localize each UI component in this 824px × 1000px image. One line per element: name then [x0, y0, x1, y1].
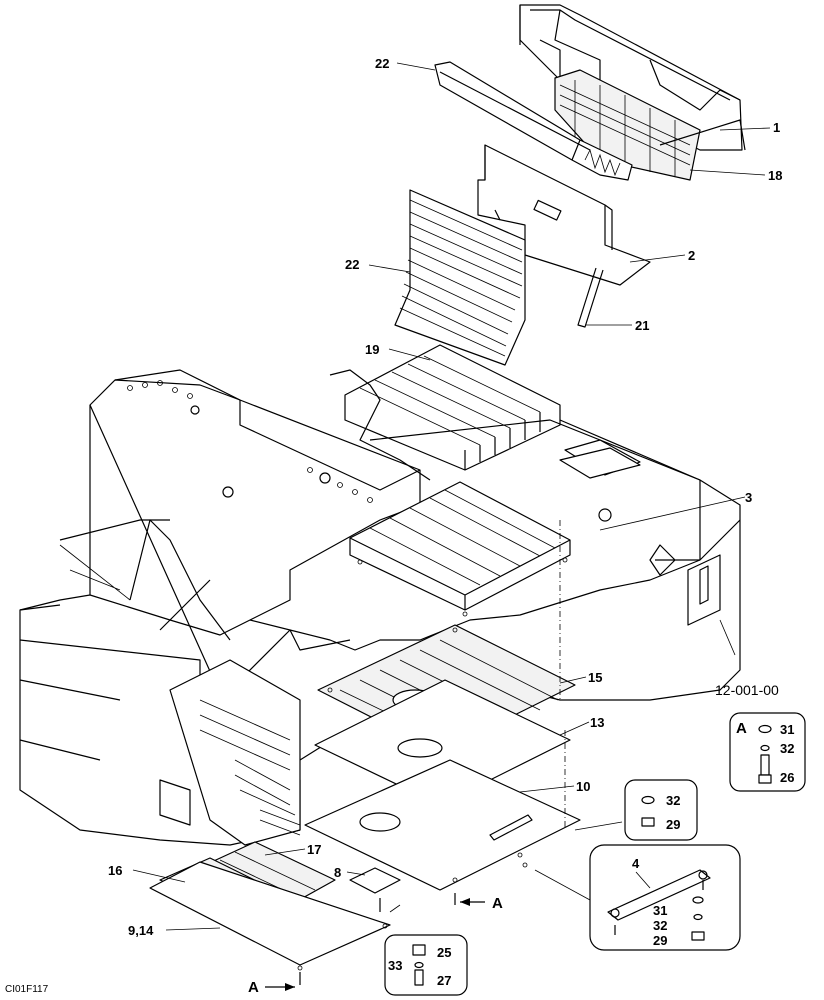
- callout-21: 21: [635, 318, 649, 333]
- part-9-14-base-plate: [149, 861, 391, 971]
- detail-bar-item-31: 31: [653, 903, 667, 918]
- detail-a-label: A: [736, 720, 747, 737]
- callout-labels: 22 1 18 2 22 21 19 3 15 13 10 17 16 8 9,…: [108, 56, 782, 938]
- part-22-angle-strip: [434, 61, 633, 181]
- view-arrow-a-right: A: [460, 895, 503, 912]
- callout-2: 2: [688, 248, 695, 263]
- part-22-louver: [394, 189, 526, 366]
- part-21-rod: [577, 267, 604, 328]
- arrow-a-label-2: A: [248, 979, 259, 996]
- part-10-plate: [304, 759, 581, 891]
- grille-bracket-assembly: [519, 4, 746, 181]
- detail-bottom-item-33: 33: [388, 958, 402, 973]
- callout-17: 17: [307, 842, 321, 857]
- detail-bar-item-32: 32: [653, 918, 667, 933]
- reference-number: 12-001-00: [715, 682, 779, 698]
- callout-13: 13: [590, 715, 604, 730]
- detail-washer-item-29: 29: [666, 817, 680, 832]
- detail-a-item-31: 31: [780, 722, 794, 737]
- arrow-a-label-1: A: [492, 895, 503, 912]
- callout-22-lower: 22: [345, 257, 359, 272]
- detail-bar-item-4: 4: [632, 856, 640, 871]
- detail-a-item-32: 32: [780, 741, 794, 756]
- detail-bar-box: 4 31 32 29: [589, 844, 741, 951]
- detail-a-box: A 31 32 26: [729, 712, 806, 792]
- view-arrow-a-bottom: A: [248, 979, 295, 996]
- detail-bottom-item-25: 25: [437, 945, 451, 960]
- callout-3: 3: [745, 490, 752, 505]
- detail-bar-item-29: 29: [653, 933, 667, 948]
- part-19-finned-block: [344, 344, 561, 471]
- callout-16: 16: [108, 863, 122, 878]
- part-8-cover: [349, 867, 401, 894]
- callout-19: 19: [365, 342, 379, 357]
- detail-a-item-26: 26: [780, 770, 794, 785]
- detail-bottom-item-27: 27: [437, 973, 451, 988]
- detail-washer-nut-box: 32 29: [624, 779, 698, 841]
- leader-lines: [132, 62, 771, 931]
- step-assembly: [169, 659, 301, 846]
- drawing-code: CI01F117: [5, 984, 49, 995]
- callout-22-upper: 22: [375, 56, 389, 71]
- part-3-slatted-tray: [349, 481, 571, 617]
- callout-10: 10: [576, 779, 590, 794]
- callout-8: 8: [334, 865, 341, 880]
- detail-bottom-box: 25 33 27: [384, 934, 468, 996]
- callout-9-14: 9,14: [128, 923, 154, 938]
- detail-washer-item-32: 32: [666, 793, 680, 808]
- callout-15: 15: [588, 670, 602, 685]
- callout-18: 18: [768, 168, 782, 183]
- callout-1: 1: [773, 120, 780, 135]
